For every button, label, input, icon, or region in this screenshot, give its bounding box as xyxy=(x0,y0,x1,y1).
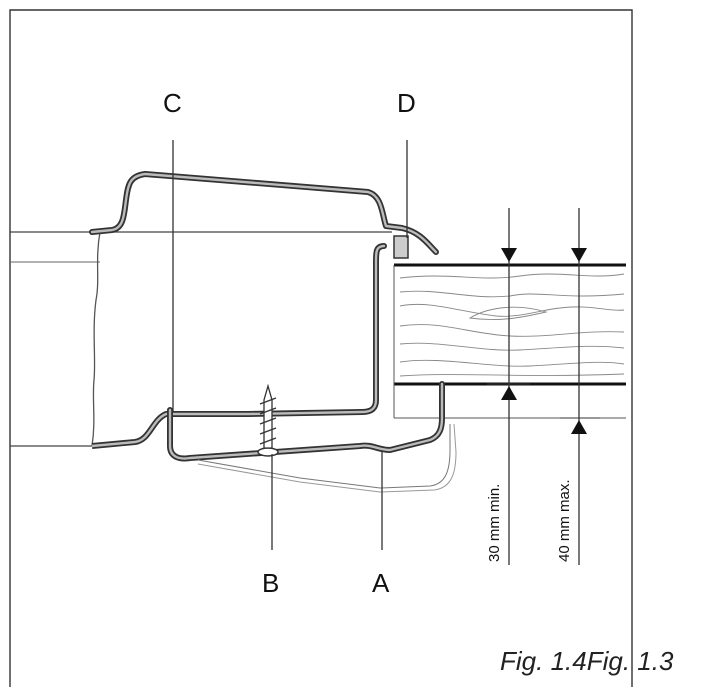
label-a: A xyxy=(372,568,390,598)
dimension-max-label: 40 mm max. xyxy=(556,479,573,562)
figure-frame xyxy=(9,9,633,687)
figure-caption: Fig. 1.4Fig. 1.3 xyxy=(500,646,674,676)
screw-b xyxy=(257,383,279,457)
label-d: D xyxy=(397,88,416,118)
top-rim-profile xyxy=(89,171,439,255)
bracket-ghost xyxy=(197,424,451,489)
label-c: C xyxy=(163,88,182,118)
gasket-d xyxy=(393,235,409,259)
label-b: B xyxy=(262,568,279,598)
dimension-min xyxy=(487,208,530,565)
dimension-max xyxy=(560,208,600,565)
dimension-min-label: 30 mm min. xyxy=(486,484,503,562)
appliance-body xyxy=(10,231,392,447)
worktop xyxy=(393,263,626,386)
